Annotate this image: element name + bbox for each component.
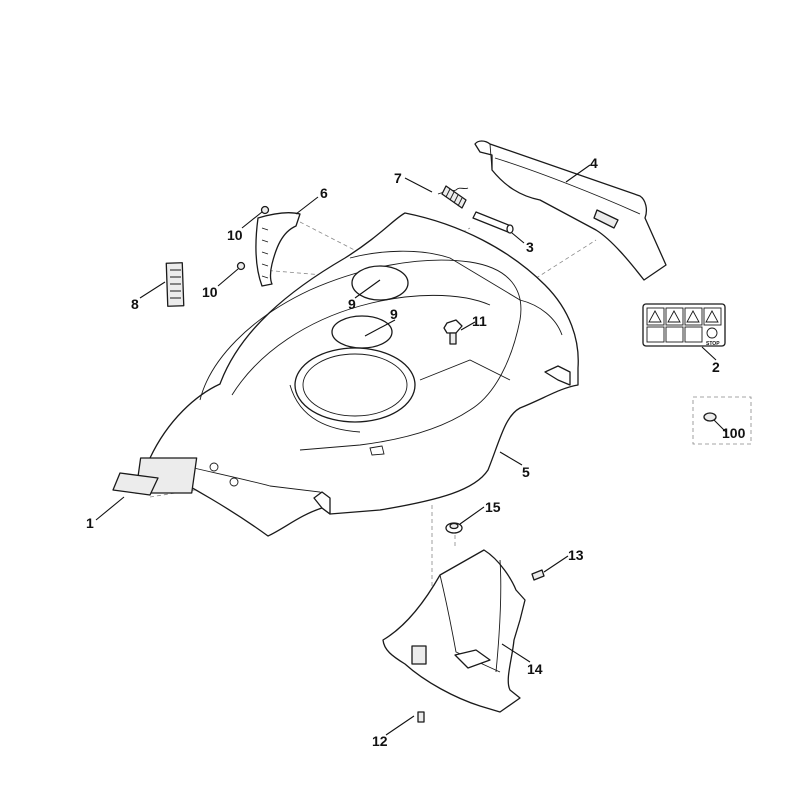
instruction-label <box>165 262 185 307</box>
callout-3: 3 <box>526 239 534 255</box>
callout-9b: 9 <box>390 306 398 322</box>
callout-14: 14 <box>527 661 543 677</box>
callout-13: 13 <box>568 547 584 563</box>
nut <box>236 205 270 271</box>
callout-9a: 9 <box>348 296 356 312</box>
callout-11: 11 <box>472 313 487 329</box>
decal-stop-text: STOP <box>706 341 720 347</box>
washer-kit <box>692 396 752 445</box>
height-adjust-bracket <box>255 212 301 287</box>
callout-12: 12 <box>372 733 388 749</box>
leader-lines <box>95 164 727 736</box>
callout-1: 1 <box>86 515 94 531</box>
bolt <box>443 319 463 345</box>
callout-2: 2 <box>712 359 720 375</box>
safety-decal: STOP <box>642 303 726 347</box>
screw <box>531 569 545 581</box>
pin <box>472 211 514 234</box>
callout-100: 100 <box>722 425 746 441</box>
callout-10b: 10 <box>202 284 218 300</box>
callouts: 1 2 3 4 5 6 7 8 9 9 10 10 11 12 13 14 15… <box>86 155 746 749</box>
rear-flap <box>474 140 667 281</box>
callout-4: 4 <box>590 155 598 171</box>
callout-15: 15 <box>485 499 501 515</box>
grommet <box>445 522 463 534</box>
callout-10a: 10 <box>227 227 243 243</box>
rear-deflector <box>382 549 526 713</box>
callout-8: 8 <box>131 296 139 312</box>
mower-deck <box>135 212 579 537</box>
screw <box>417 711 425 723</box>
callout-6: 6 <box>320 185 328 201</box>
callout-7: 7 <box>394 170 402 186</box>
deck-label <box>112 472 159 496</box>
spring <box>437 185 469 209</box>
callout-5: 5 <box>522 464 530 480</box>
